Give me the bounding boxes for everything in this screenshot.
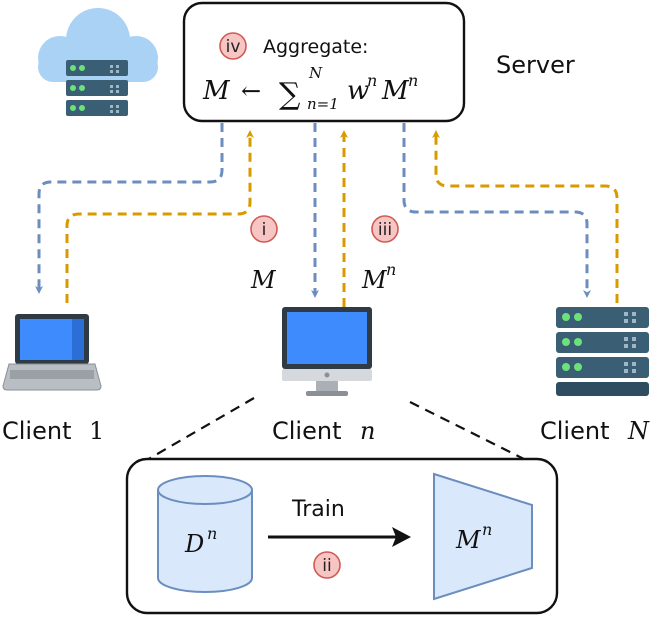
svg-text:M: M: [202, 76, 231, 106]
step-badge-iv: iv: [219, 32, 247, 60]
cloud-server-icon: [38, 8, 158, 116]
local-training-box: D n Train ii M n: [125, 457, 559, 615]
desktop-icon: [282, 307, 372, 396]
svg-text:←: ←: [241, 77, 261, 105]
svg-text:∑: ∑: [279, 77, 301, 112]
dataset-cylinder: D n: [157, 475, 253, 593]
client-server-rack-icon: [556, 307, 649, 396]
svg-text:n: n: [367, 71, 377, 90]
client-n-label: Client n: [272, 417, 375, 445]
aggregate-label: Aggregate:: [263, 36, 368, 58]
train-label: Train: [291, 497, 345, 522]
svg-text:Client: Client: [2, 417, 71, 445]
svg-text:M: M: [455, 526, 482, 554]
zoom-line-left: [139, 397, 255, 465]
svg-text:iv: iv: [226, 37, 241, 57]
download-model-label: M: [250, 266, 277, 294]
download-arrow-client-1: [35, 123, 224, 294]
server-box: iv Aggregate: M ← ∑ N n=1 w n M n: [182, 1, 466, 123]
train-arrowhead: [392, 527, 411, 547]
download-arrow-client-N: [402, 123, 591, 298]
svg-text:n: n: [207, 524, 217, 543]
svg-text:n: n: [386, 260, 396, 279]
svg-text:i: i: [262, 220, 267, 240]
svg-text:M: M: [381, 76, 410, 106]
step-badge-iii: iii: [371, 215, 399, 243]
svg-text:Client: Client: [272, 417, 341, 445]
svg-text:n: n: [482, 520, 492, 539]
svg-text:N: N: [627, 417, 650, 445]
svg-text:n=1: n=1: [307, 95, 339, 113]
svg-text:iii: iii: [378, 220, 392, 240]
upload-model-label: M n: [361, 260, 396, 294]
svg-text:M: M: [361, 266, 388, 294]
step-badge-i: i: [250, 215, 278, 243]
svg-text:n: n: [360, 417, 375, 445]
svg-text:n: n: [408, 71, 418, 90]
server-label: Server: [496, 51, 575, 79]
server-rack-icon: [66, 60, 128, 116]
client-1-label: Client 1: [2, 417, 104, 445]
arrows: [35, 123, 619, 307]
svg-text:w: w: [347, 76, 369, 106]
laptop-icon: [2, 314, 102, 391]
svg-text:Client: Client: [540, 417, 609, 445]
svg-text:1: 1: [89, 417, 104, 445]
zoom-line-right: [409, 401, 531, 463]
upload-arrow-client-N: [432, 130, 619, 303]
svg-text:D: D: [184, 530, 204, 558]
upload-arrow-client-1: [65, 130, 254, 303]
client-N-label: Client N: [540, 417, 650, 445]
svg-text:N: N: [308, 64, 323, 82]
model-trapezoid: M n: [433, 472, 533, 601]
step-badge-ii: ii: [313, 551, 341, 579]
aggregation-formula: M ← ∑ N n=1 w n M n: [202, 64, 418, 113]
svg-text:ii: ii: [322, 556, 331, 576]
